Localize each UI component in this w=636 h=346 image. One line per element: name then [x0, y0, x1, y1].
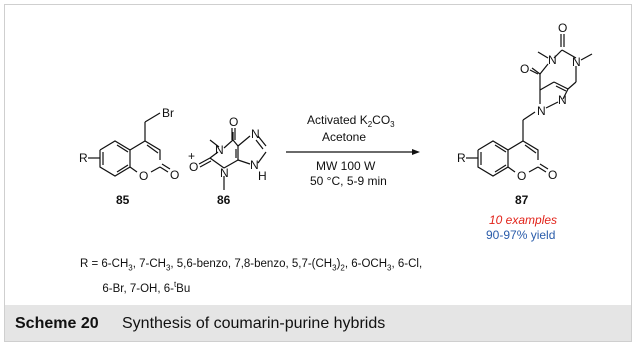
- c3-c4-double-87: [524, 144, 537, 154]
- o-c2-bond-87: [528, 166, 539, 173]
- caption-text: Synthesis of coumarin-purine hybrids: [122, 315, 386, 332]
- benzene-inner-bond-87: [494, 164, 507, 173]
- c8a-o-bond-85: [129, 166, 138, 173]
- carbonyl-left-86: [198, 157, 211, 165]
- purine-bond-87: [539, 81, 555, 91]
- atom-ring-o-87: O: [517, 169, 526, 183]
- c8a-o-bond-87: [507, 166, 516, 173]
- c2-carbonyl-87: [539, 163, 549, 170]
- atom-o-left-87: O: [520, 62, 529, 76]
- imidazole-double-86: [255, 139, 264, 150]
- atom-nh-86: N: [250, 158, 259, 172]
- purine-bond-86: [209, 151, 219, 159]
- pyranone-ring-85: [129, 140, 161, 160]
- purine-bond-87: [539, 63, 549, 75]
- purine-bond-87: [561, 49, 577, 59]
- yield-range: 90-97% yield: [486, 228, 555, 242]
- compound-number-86: 86: [217, 193, 231, 207]
- atom-carbonyl-o-85: O: [170, 168, 179, 182]
- reaction-arrow: [286, 149, 420, 155]
- atom-carbonyl-o-87: O: [548, 168, 557, 182]
- carbonyl-left-87: [529, 69, 539, 75]
- caption-bar: Scheme 20 Synthesis of coumarin-purine h…: [4, 305, 632, 342]
- atom-h-86: H: [258, 169, 267, 183]
- imidazole-bond-87: [562, 88, 569, 100]
- reaction-scheme: Br R O O 85 + O O N N N N H 86: [79, 21, 593, 242]
- c3-c4-double-85: [146, 144, 159, 154]
- pyranone-ring-87: [507, 140, 539, 160]
- atom-n3-87: N: [572, 55, 581, 69]
- atom-o-left-86: O: [189, 160, 198, 174]
- benzene-ring-87: [477, 140, 509, 177]
- atom-r-87: R: [457, 151, 466, 165]
- arrow-head: [412, 149, 420, 155]
- purine-bond-87: [531, 67, 541, 75]
- condition-solvent: Acetone: [322, 130, 366, 144]
- purine-bond-87: [545, 101, 559, 109]
- plus-sign: +: [188, 149, 195, 163]
- purine-double-87: [555, 85, 567, 92]
- condition-temp-time: 50 °C, 5-9 min: [310, 174, 387, 188]
- c2-carbonyl-85: [161, 163, 171, 170]
- imidazole-bond-86: [237, 135, 251, 147]
- compound-86-structure: [198, 128, 267, 190]
- imidazole-bond-86: [257, 151, 267, 164]
- purine-bond-87: [567, 81, 577, 90]
- purine-bond-86: [209, 157, 225, 169]
- examples-count: 10 examples: [489, 213, 557, 227]
- purine-bond-86: [232, 139, 239, 147]
- c2-carbonyl-87: [537, 166, 547, 173]
- purine-bond-87: [553, 49, 563, 59]
- compound-87-structure: [466, 34, 593, 177]
- atom-br: Br: [162, 106, 174, 120]
- atom-r-85: R: [79, 151, 88, 165]
- atom-n1-86: N: [215, 143, 224, 157]
- ch2-n-bond-87: [522, 111, 536, 121]
- scheme-frame: [4, 4, 632, 342]
- purine-bond-86: [223, 159, 239, 169]
- compound-85-structure: [88, 112, 171, 177]
- compound-number-85: 85: [116, 193, 130, 207]
- imidazole-bond-86: [257, 135, 267, 147]
- ch2-br-bond-85: [144, 112, 161, 123]
- o-c2-bond-85: [150, 166, 161, 173]
- atom-n7-87: N: [537, 104, 546, 118]
- atom-n9-87: N: [558, 93, 567, 107]
- benzene-inner-bond-85: [116, 144, 129, 153]
- condition-reagent: Activated K2CO3: [307, 113, 395, 129]
- carbonyl-left-86: [199, 160, 212, 168]
- atom-o-top-87: O: [558, 21, 567, 35]
- atom-n3-86: N: [220, 166, 229, 180]
- substituent-definition: R = 6-CH3, 7-CH3, 5,6-benzo, 7,8-benzo, …: [80, 258, 423, 296]
- methyl-n1-86: [209, 139, 220, 148]
- methyl-n3-87: [580, 53, 593, 61]
- compound-number-87: 87: [515, 193, 529, 207]
- imidazole-bond-86: [237, 159, 251, 165]
- atom-n1-87: N: [548, 53, 557, 67]
- methyl-n1-87: [537, 51, 549, 59]
- benzene-inner-bond-87: [494, 144, 507, 153]
- atom-o-top-86: O: [229, 115, 238, 129]
- atom-ring-o-85: O: [139, 169, 148, 183]
- atom-n7-86: N: [251, 127, 260, 141]
- benzene-inner-bond-85: [116, 164, 129, 173]
- purine-bond-87: [553, 81, 569, 90]
- benzene-ring-85: [99, 140, 131, 177]
- c2-carbonyl-85: [159, 166, 169, 173]
- caption-label: Scheme 20: [15, 315, 99, 332]
- condition-power: MW 100 W: [316, 159, 376, 173]
